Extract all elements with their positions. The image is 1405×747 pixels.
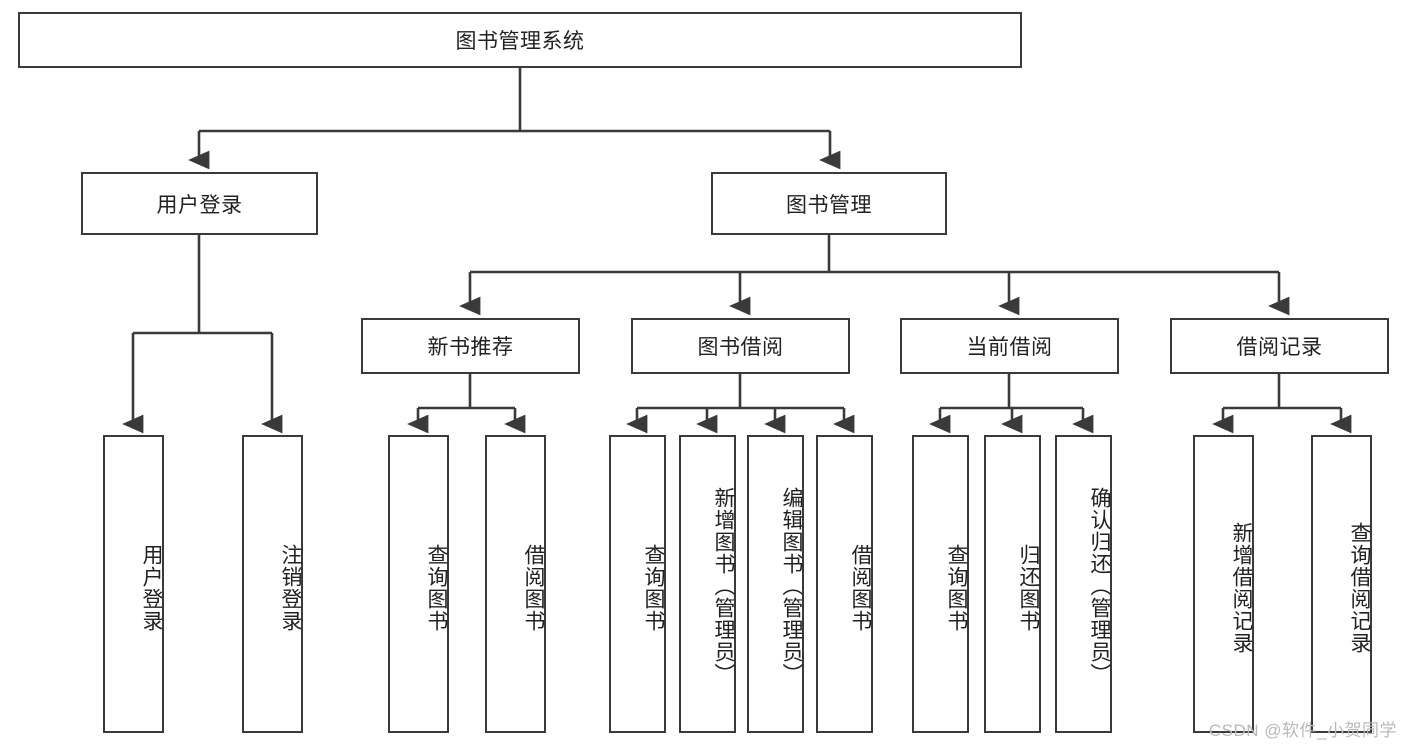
leaf-borrow-book-bor-label: 借阅图书 [849, 544, 872, 632]
leaf-user-logout-label: 注销登录 [279, 544, 302, 632]
leaf-query-book-rec-label: 查询图书 [425, 544, 448, 632]
leaf-add-book-label: 新增图书（管理员） [712, 487, 735, 685]
leaf-borrow-book-bor[interactable]: 借阅图书 [816, 435, 873, 733]
leaf-query-book-rec[interactable]: 查询图书 [388, 435, 449, 733]
node-book-manage-label: 图书管理 [786, 193, 872, 217]
node-root[interactable]: 图书管理系统 [18, 12, 1022, 68]
node-book-borrow-label: 图书借阅 [697, 336, 784, 359]
node-user-login[interactable]: 用户登录 [81, 172, 318, 235]
leaf-user-logout[interactable]: 注销登录 [242, 435, 303, 733]
leaf-borrow-book-rec-label: 借阅图书 [522, 544, 545, 632]
leaf-return-book-label: 归还图书 [1017, 544, 1040, 632]
node-book-manage[interactable]: 图书管理 [711, 172, 947, 235]
leaf-query-record-label: 查询借阅记录 [1348, 522, 1371, 654]
node-new-book-rec-label: 新书推荐 [427, 336, 514, 359]
node-borrow-record-label: 借阅记录 [1236, 336, 1323, 359]
leaf-confirm-return-label: 确认归还（管理员） [1088, 487, 1111, 685]
leaf-query-book-cur[interactable]: 查询图书 [912, 435, 969, 733]
leaf-edit-book[interactable]: 编辑图书（管理员） [747, 435, 804, 733]
leaf-user-login-label: 用户登录 [140, 544, 163, 632]
node-user-login-label: 用户登录 [156, 193, 243, 217]
leaf-query-book-bor-label: 查询图书 [642, 544, 665, 632]
node-book-borrow[interactable]: 图书借阅 [631, 318, 850, 374]
leaf-add-record[interactable]: 新增借阅记录 [1193, 435, 1254, 733]
node-current-borrow[interactable]: 当前借阅 [900, 318, 1119, 374]
node-borrow-record[interactable]: 借阅记录 [1170, 318, 1389, 374]
leaf-edit-book-label: 编辑图书（管理员） [780, 487, 803, 685]
leaf-query-book-bor[interactable]: 查询图书 [609, 435, 666, 733]
leaf-add-record-label: 新增借阅记录 [1230, 522, 1253, 654]
leaf-return-book[interactable]: 归还图书 [984, 435, 1041, 733]
leaf-confirm-return[interactable]: 确认归还（管理员） [1055, 435, 1112, 733]
node-new-book-rec[interactable]: 新书推荐 [361, 318, 580, 374]
node-root-label: 图书管理系统 [455, 30, 585, 53]
leaf-query-record[interactable]: 查询借阅记录 [1311, 435, 1372, 733]
csdn-watermark: CSDN @软件_小贺同学 [1208, 721, 1397, 740]
leaf-add-book[interactable]: 新增图书（管理员） [679, 435, 736, 733]
leaf-query-book-cur-label: 查询图书 [945, 544, 968, 632]
leaf-user-login[interactable]: 用户登录 [103, 435, 164, 733]
node-current-borrow-label: 当前借阅 [966, 336, 1053, 359]
leaf-borrow-book-rec[interactable]: 借阅图书 [485, 435, 546, 733]
